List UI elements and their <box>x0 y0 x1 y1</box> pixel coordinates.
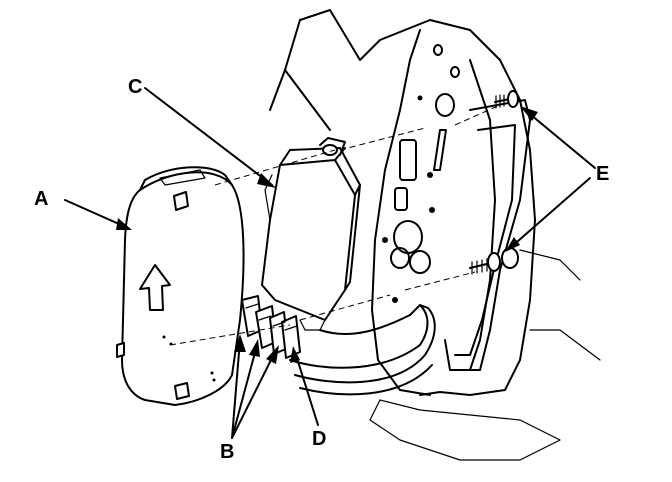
arrowhead-c <box>257 173 276 188</box>
arrowhead-a <box>116 218 132 230</box>
leader-b1 <box>231 339 241 439</box>
leader-c <box>144 87 273 186</box>
arrowhead-b2 <box>249 339 260 357</box>
cover-panel <box>116 166 245 406</box>
harness-connectors <box>241 295 301 359</box>
arrowhead-b1 <box>234 334 246 352</box>
leader-b2 <box>231 344 258 439</box>
leader-lines <box>64 87 596 439</box>
alignment-lines <box>169 104 501 346</box>
arrowhead-b3 <box>266 345 279 364</box>
callout-a: A <box>34 188 48 210</box>
callout-b: B <box>220 441 234 463</box>
callout-c: C <box>128 76 142 98</box>
arrowhead-d <box>290 346 300 363</box>
lower-bolt <box>469 247 519 275</box>
callout-labels: A C B D E <box>34 76 609 463</box>
leader-e1 <box>524 109 596 169</box>
upper-bolt <box>494 90 519 109</box>
callout-d: D <box>312 428 326 450</box>
leader-e2 <box>509 177 591 249</box>
wire-harness <box>289 304 436 396</box>
arrowhead-e2 <box>505 237 520 252</box>
arrowhead-e1 <box>520 106 538 121</box>
control-unit <box>261 137 361 331</box>
leader-d <box>294 351 319 426</box>
callout-e: E <box>596 163 609 185</box>
leader-b3 <box>231 349 277 439</box>
